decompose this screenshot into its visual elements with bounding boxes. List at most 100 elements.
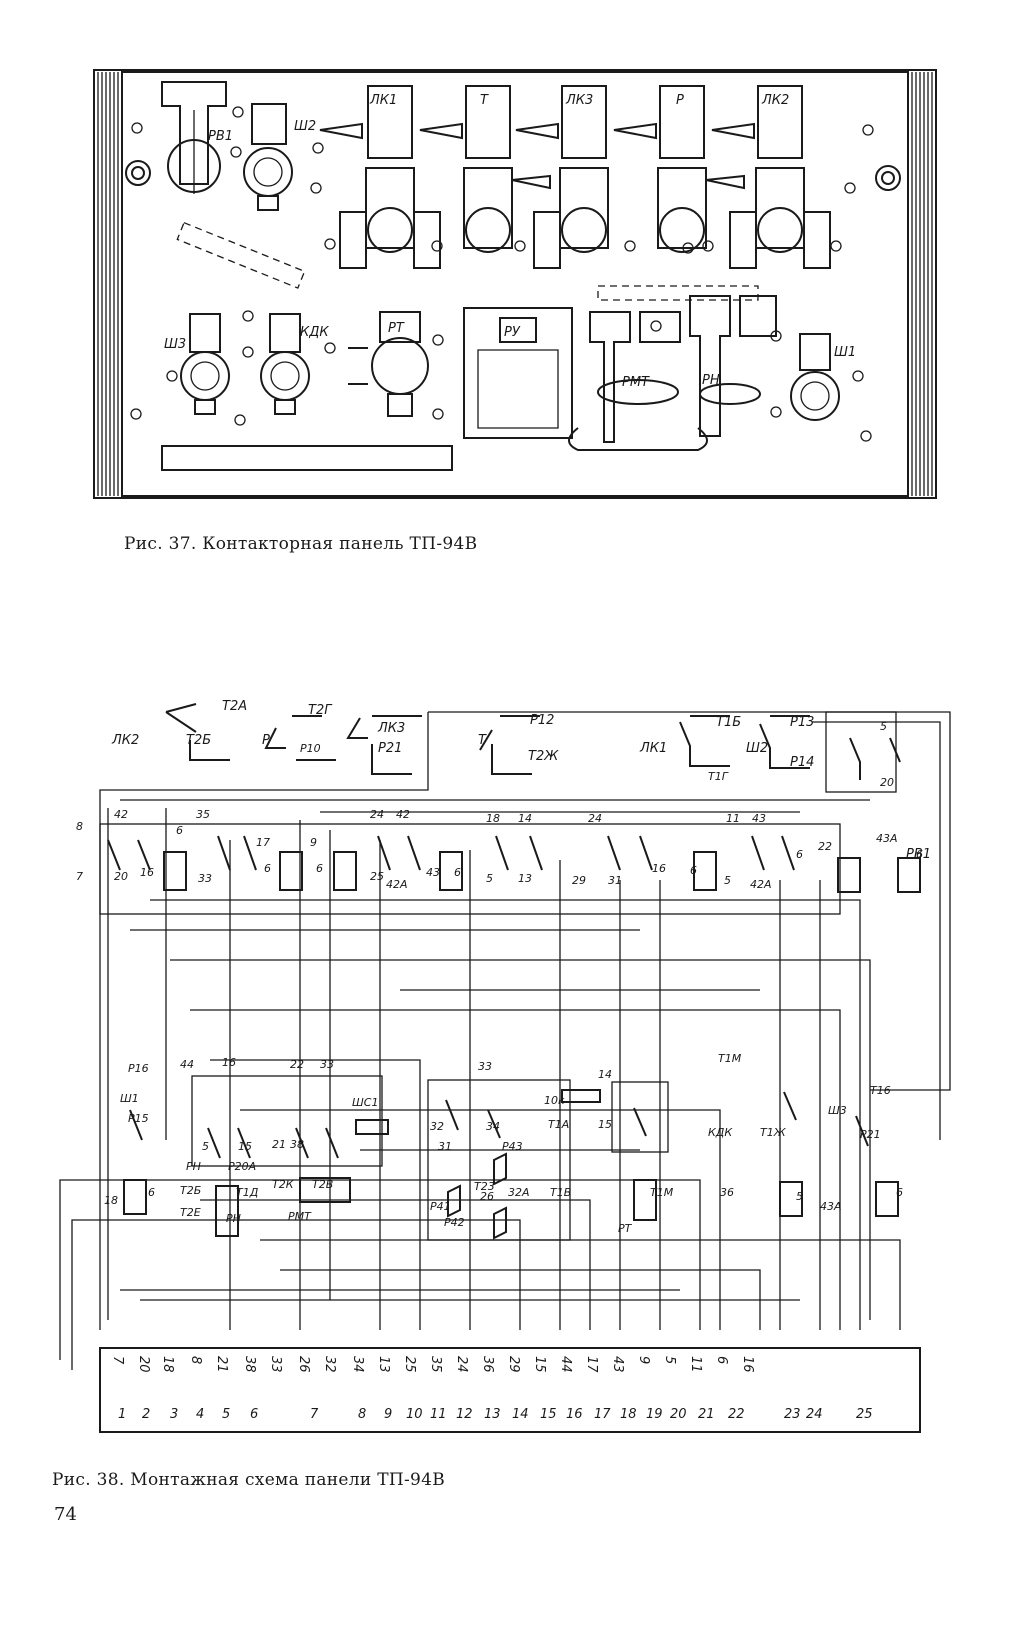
strip-bottom-17: 18 [620, 1407, 637, 1422]
lbl-lk1: ЛК1 [639, 741, 667, 756]
lbl-t1b: Т1Б [716, 715, 741, 730]
mid-label-24: 31 [608, 874, 622, 887]
strip-top-4: 21 [214, 1356, 229, 1373]
lower-label-1: Ш1 [120, 1092, 139, 1105]
lower-label-3: 18 [104, 1194, 118, 1207]
lbl-t2g: Т2Г [308, 703, 333, 718]
lower-label-16: 33 [320, 1058, 334, 1071]
strip-top-14: 36 [480, 1356, 495, 1373]
mid-label-10: 9 [310, 836, 317, 849]
strip-top-9: 34 [350, 1356, 365, 1373]
mounting-hole-right [875, 165, 901, 191]
lbl-rv1: РВ1 [906, 847, 931, 862]
contactor-r [613, 85, 745, 253]
strip-top-1: 20 [136, 1356, 151, 1373]
lower-label-6: 16 [222, 1056, 236, 1069]
mounting-hole-left [125, 160, 151, 186]
lower-label-12: Т1Д [236, 1186, 259, 1199]
lbl-r13: Р13 [790, 715, 814, 730]
lower-label-49: 6 [896, 1186, 903, 1199]
lower-label-48: 43А [820, 1200, 842, 1213]
lower-label-36: 15 [598, 1118, 612, 1131]
dashed-bar-right [597, 285, 759, 301]
mid-label-31: 6 [796, 848, 803, 861]
mid-label-11: 6 [316, 862, 323, 875]
strip-top-17: 44 [558, 1356, 573, 1373]
strip-bottom-22: 23 [784, 1407, 801, 1422]
mid-label-19: 5 [486, 872, 493, 885]
mid-label-12: 24 [370, 808, 384, 821]
strip-bottom-1: 2 [142, 1407, 150, 1422]
label-rn: РН [702, 373, 720, 388]
page-number: 74 [54, 1504, 77, 1525]
lbl-t: Т [478, 733, 487, 748]
label-r: Р [676, 93, 684, 108]
strip-bottom-5: 6 [250, 1407, 258, 1422]
strip-top-19: 43 [610, 1356, 625, 1373]
lower-label-24: 32 [430, 1120, 444, 1133]
strip-bottom-21: 22 [728, 1407, 745, 1422]
label-rmt: РМТ [622, 375, 650, 390]
strip-top-10: 13 [376, 1356, 391, 1373]
lbl-20: 20 [880, 776, 894, 789]
strip-top-21: 5 [662, 1356, 677, 1364]
label-sh2: Ш2 [294, 119, 316, 134]
strip-bottom-13: 14 [512, 1407, 529, 1422]
mid-label-6: 35 [196, 808, 210, 821]
lower-label-5: 44 [180, 1058, 194, 1071]
strip-top-15: 29 [506, 1356, 521, 1373]
switch-kdk [260, 313, 310, 415]
mid-label-18: 18 [486, 812, 500, 825]
lower-label-35: 14 [598, 1068, 612, 1081]
strip-bottom-11: 12 [456, 1407, 473, 1422]
mid-label-3: 20 [114, 870, 128, 883]
crosshair-holes [130, 106, 874, 442]
mid-label-26: 6 [690, 864, 697, 877]
lbl-lk2: ЛК2 [111, 733, 139, 748]
strip-bottom-7: 8 [358, 1407, 366, 1422]
mid-label-29: 5 [724, 874, 731, 887]
strip-bottom-12: 13 [484, 1407, 501, 1422]
terminal-strip [99, 1347, 921, 1433]
mid-label-21: 13 [518, 872, 532, 885]
lower-label-19: Т2К [272, 1178, 295, 1191]
strip-top-2: 18 [160, 1356, 175, 1373]
label-sh3: Ш3 [164, 337, 186, 352]
relay-ru [463, 307, 573, 439]
lower-label-47: Р21 [860, 1128, 881, 1141]
lower-label-21: РМТ [288, 1210, 312, 1223]
strip-bottom-23: 24 [806, 1407, 823, 1422]
left-rail [97, 72, 119, 496]
lower-label-40: Т1М [718, 1052, 742, 1065]
lower-label-28: Р41 [430, 1200, 451, 1213]
mid-label-7: 33 [198, 872, 212, 885]
mid-label-15: 42А [386, 878, 408, 891]
strip-top-5: 38 [242, 1356, 257, 1373]
strip-bottom-6: 7 [310, 1407, 319, 1422]
lower-label-37: Т1В [550, 1186, 571, 1199]
strip-top-24: 16 [740, 1356, 755, 1373]
mid-label-1: 7 [76, 870, 83, 883]
switch-sh2 [243, 103, 293, 211]
mid-label-28: 43 [752, 812, 766, 825]
lbl-lk3: ЛК3 [377, 721, 405, 736]
label-rt: РТ [388, 321, 405, 336]
relay-rt [348, 311, 429, 417]
lower-label-31: 26 [480, 1190, 494, 1203]
panel-frame [93, 69, 937, 499]
lower-label-23: 33 [478, 1060, 492, 1073]
wiring-bus [59, 711, 951, 1370]
label-lk2: ЛК2 [761, 93, 789, 108]
strip-top-16: 15 [532, 1356, 547, 1373]
strip-top-0: 7 [110, 1356, 125, 1365]
strip-bottom-15: 16 [566, 1407, 583, 1422]
lower-label-0: Р16 [128, 1062, 149, 1075]
fig38-caption: Рис. 38. Монтажная схема панели ТП-94В [52, 1470, 446, 1490]
contactor-t [419, 85, 551, 253]
lower-label-9: РН [186, 1160, 201, 1173]
lbl-t2b: Т2Б [186, 733, 211, 748]
strip-top-22: 11 [688, 1356, 703, 1373]
strip-top-3: 8 [188, 1356, 203, 1364]
